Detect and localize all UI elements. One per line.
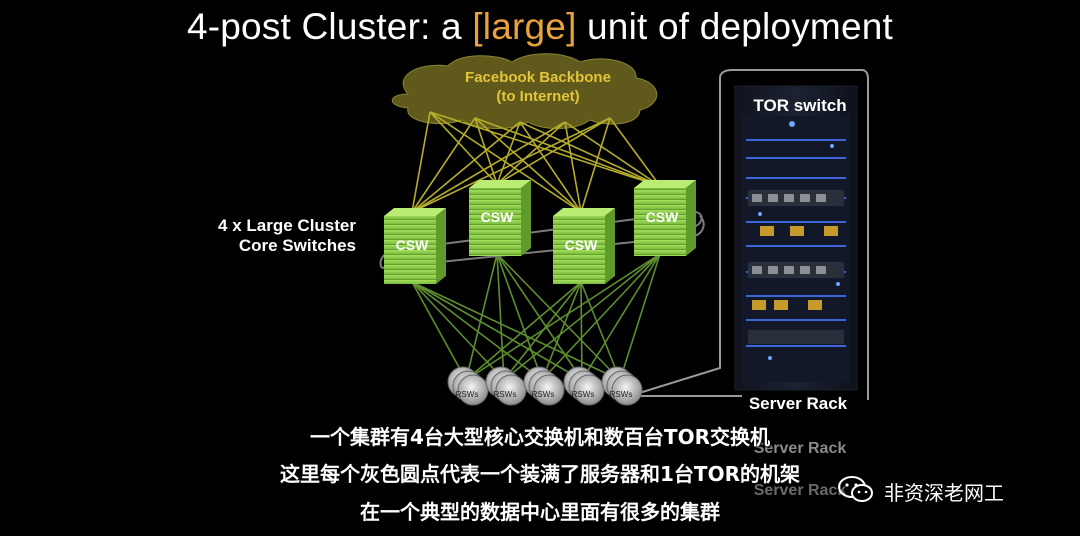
rsw-label: RSWs <box>572 390 595 399</box>
rsw-label: RSWs <box>610 390 633 399</box>
watermark-text: 非资深老网工 <box>884 477 1004 506</box>
csw-label: CSW <box>565 237 598 253</box>
subtitle-line-1: 一个集群有4台大型核心交换机和数百台TOR交换机 <box>0 421 1080 450</box>
csw-label: CSW <box>646 209 679 225</box>
core-switches-label: 4 x Large Cluster Core Switches <box>160 216 356 256</box>
csw-label: CSW <box>396 237 429 253</box>
tor-switch-label: TOR switch <box>740 96 860 116</box>
core-label-line2: Core Switches <box>160 236 356 256</box>
rsw-label: RSWs <box>456 390 479 399</box>
rsw-links <box>412 254 660 380</box>
backbone-links <box>412 112 660 212</box>
backbone-label-line1: Facebook Backbone <box>465 69 611 86</box>
rsw-label: RSWs <box>532 390 555 399</box>
wechat-icon <box>836 474 876 504</box>
backbone-label-line2: (to Internet) <box>496 88 579 105</box>
rsw-group <box>602 367 642 405</box>
rsw-label: RSWs <box>494 390 517 399</box>
rsw-group <box>448 367 488 405</box>
rsw-group <box>486 367 526 405</box>
rsw-group <box>564 367 604 405</box>
server-rack-photo <box>735 86 857 390</box>
watermark: 非资深老网工 <box>836 474 1066 504</box>
rsw-group <box>524 367 564 405</box>
csw-label: CSW <box>481 209 514 225</box>
server-rack-label: Server Rack <box>728 394 868 414</box>
core-label-line1: 4 x Large Cluster <box>160 216 356 236</box>
